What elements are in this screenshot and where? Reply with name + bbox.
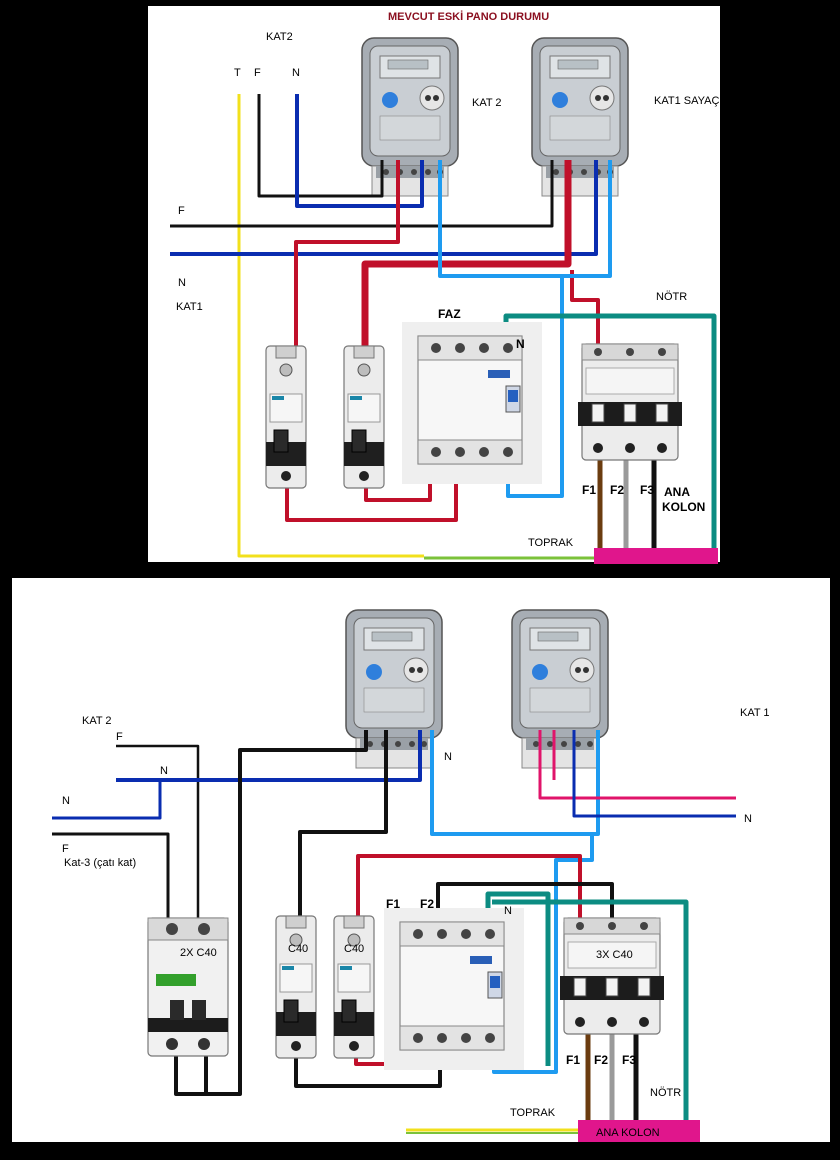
top-label-kat1: KAT1 — [176, 301, 203, 313]
top-phase-line — [170, 160, 554, 228]
bottom-label-f1: F1 — [566, 1053, 580, 1067]
bottom-label-3xc40: 3X C40 — [596, 949, 633, 961]
top-label-kat2: KAT2 — [266, 31, 293, 43]
bottom-label-kat2: KAT 2 — [82, 715, 112, 727]
top-label-kat2-meter: KAT 2 — [472, 97, 502, 109]
top-label-neutral-line: N — [178, 277, 186, 289]
top-breaker-2 — [343, 345, 385, 489]
top-label-f2: F2 — [610, 483, 624, 497]
top-title: MEVCUT ESKİ PANO DURUMU — [388, 10, 549, 23]
bottom-label-toprak: TOPRAK — [510, 1107, 556, 1119]
top-label-kolon: KOLON — [662, 500, 705, 514]
top-label-f: F — [254, 67, 261, 79]
top-label-phase-line: F — [178, 205, 185, 217]
top-kat1-out-wire — [361, 160, 572, 348]
bottom-ana-kolon-bar — [578, 1120, 700, 1142]
bottom-meter-out-wire — [174, 730, 368, 1096]
bottom-label-kat3-f: F — [62, 843, 69, 855]
top-lightblue-wire — [438, 160, 612, 278]
bottom-label-notr: NÖTR — [650, 1087, 681, 1099]
bottom-label-left-n: N — [62, 795, 70, 807]
bottom-red-feed-wire — [356, 854, 582, 918]
top-label-f3: F3 — [640, 483, 654, 497]
bottom-label-2xc40: 2X C40 — [180, 947, 217, 959]
top-label-kat1-sayac: KAT1 SAYAÇ — [654, 95, 719, 107]
top-kat2-out-wire — [294, 160, 400, 348]
top-label-f1: F1 — [582, 483, 596, 497]
bottom-rcd — [383, 907, 525, 1071]
top-meter-kat2 — [361, 37, 459, 197]
top-label-t: T — [234, 67, 241, 79]
bottom-breaker-2 — [333, 915, 375, 1059]
bottom-meter-kat2 — [345, 609, 443, 769]
top-3pole-breaker — [577, 343, 683, 461]
top-label-rcd-n: N — [516, 337, 525, 351]
bottom-3pole-breaker — [559, 917, 665, 1035]
top-label-faz: FAZ — [438, 307, 461, 321]
top-label-toprak: TOPRAK — [528, 537, 574, 549]
bottom-kat2-phase-wire — [116, 744, 200, 920]
top-kat2-neutral-wire — [295, 94, 424, 208]
top-earth-wire — [237, 94, 424, 558]
bottom-label-kat3: Kat-3 (çatı kat) — [64, 857, 136, 869]
bottom-breaker-1 — [275, 915, 317, 1059]
top-ana-kolon-bar — [594, 548, 718, 564]
bottom-lightblue-wire — [430, 730, 600, 836]
bottom-label-ana-kolon: ANA KOLON — [596, 1127, 660, 1139]
top-neutral-line — [170, 160, 598, 256]
bottom-meter-kat1 — [511, 609, 609, 769]
bottom-label-f2: F2 — [594, 1053, 608, 1067]
bottom-label-rcd-f2: F2 — [420, 897, 434, 911]
bottom-label-right-n: N — [744, 813, 752, 825]
top-kat2-phase-wire — [257, 94, 384, 198]
bottom-kat2-neutral-wire — [116, 730, 422, 782]
bottom-label-c40-a: C40 — [288, 943, 308, 955]
bottom-label-rcd-n: N — [504, 905, 512, 917]
bottom-label-kat2-f: F — [116, 731, 123, 743]
top-label-n: N — [292, 67, 300, 79]
top-label-ana: ANA — [664, 485, 690, 499]
top-breaker-1 — [265, 345, 307, 489]
bottom-notr-wire — [492, 899, 689, 1122]
bottom-kat3-phase-wire — [52, 832, 170, 920]
top-label-notr: NÖTR — [656, 291, 687, 303]
bottom-2pole-breaker — [147, 917, 229, 1057]
bottom-label-kat2-n: N — [160, 765, 168, 777]
top-meter-kat1 — [531, 37, 629, 197]
bottom-label-rcd-f1: F1 — [386, 897, 400, 911]
bottom-label-kat1: KAT 1 — [740, 707, 770, 719]
bottom-label-c40-b: C40 — [344, 943, 364, 955]
bottom-label-f3: F3 — [622, 1053, 636, 1067]
bottom-label-meter-n: N — [444, 751, 452, 763]
bottom-wires — [52, 730, 736, 1134]
